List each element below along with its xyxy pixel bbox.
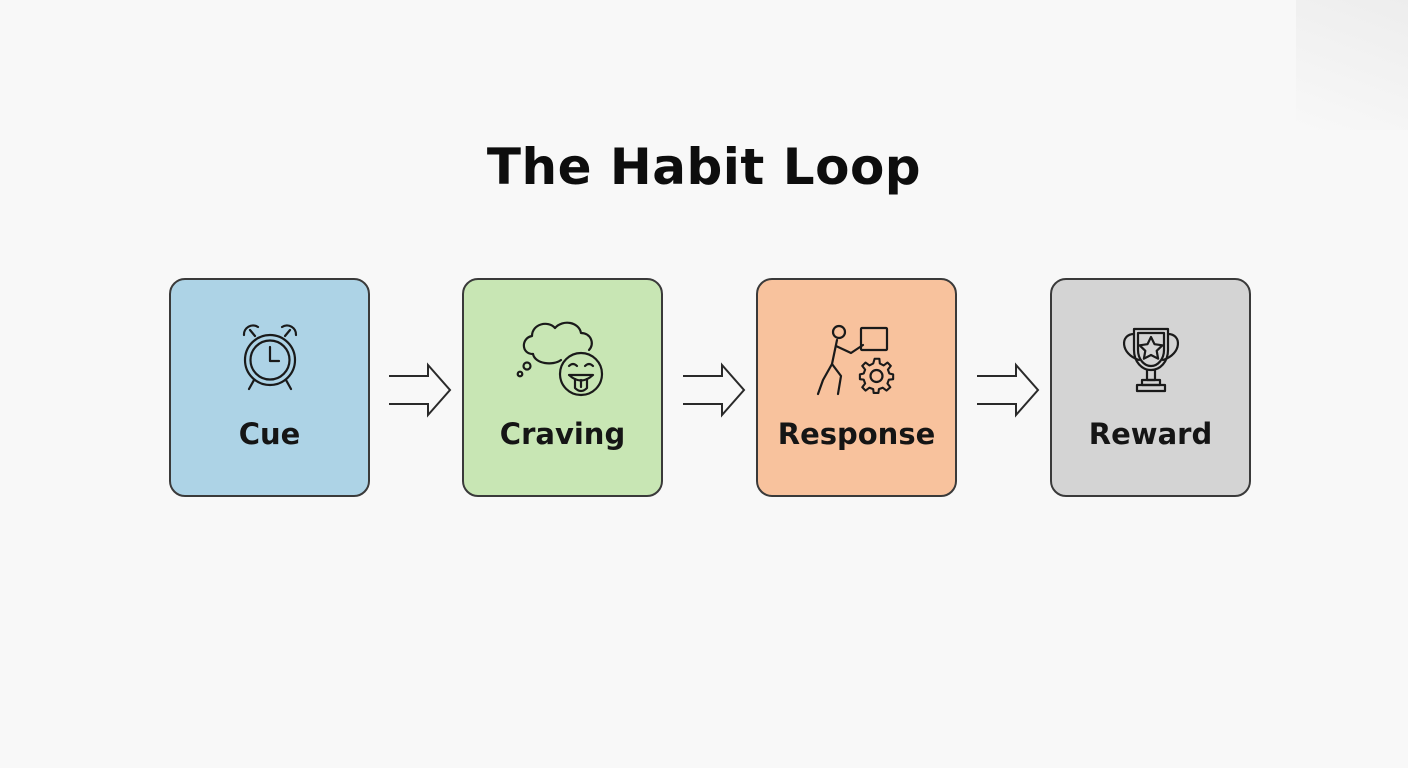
step-label-cue: Cue — [238, 417, 301, 451]
step-craving: Craving — [462, 278, 663, 497]
step-label-craving: Craving — [499, 417, 626, 451]
double-line-arrow-right-icon — [976, 360, 1040, 420]
step-label-reward: Reward — [1088, 417, 1213, 451]
background-corner-shade — [1296, 0, 1408, 130]
step-reward: Reward — [1050, 278, 1251, 497]
double-line-arrow-right-icon — [388, 360, 452, 420]
step-label-response: Response — [777, 417, 936, 451]
diagram-title: The Habit Loop — [486, 138, 922, 196]
alarm-clock-icon — [220, 320, 320, 402]
trophy-star-icon — [1101, 320, 1201, 402]
person-pushing-box-gear-icon — [807, 320, 907, 402]
thought-bubble-craving-face-icon — [513, 320, 613, 402]
step-response: Response — [756, 278, 957, 497]
double-line-arrow-right-icon — [682, 360, 746, 420]
step-cue: Cue — [169, 278, 370, 497]
